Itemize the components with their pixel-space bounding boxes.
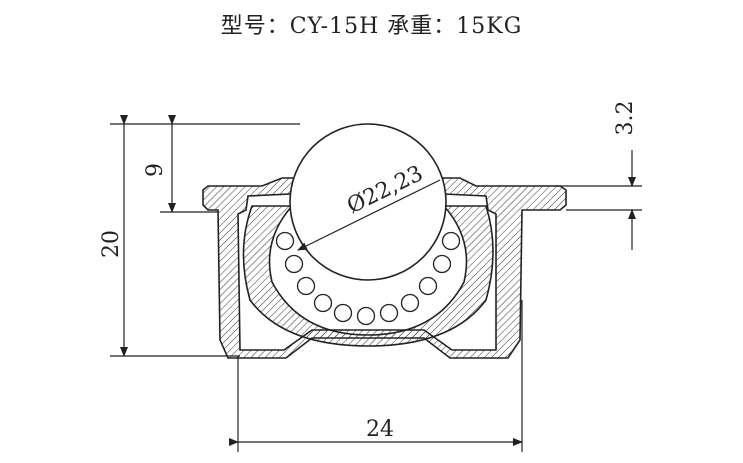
dim-height-total-label: 20 xyxy=(99,230,124,258)
small-ball xyxy=(432,254,452,274)
small-ball xyxy=(418,276,438,296)
dim-height-top-label: 9 xyxy=(143,163,168,177)
load-value: 15KG xyxy=(456,14,523,39)
small-ball xyxy=(441,231,461,251)
small-ball xyxy=(296,276,316,296)
dim-height-total xyxy=(110,115,300,357)
ball-diameter-leader xyxy=(297,179,441,251)
main-ball xyxy=(289,123,447,281)
small-ball xyxy=(356,306,376,326)
dim-width-base-label: 24 xyxy=(366,417,394,442)
small-ball xyxy=(284,254,304,274)
dim-flange-offset xyxy=(556,150,642,250)
diagram-title: 型号：CY-15H 承重：15KG xyxy=(0,8,743,40)
load-label: 承重： xyxy=(387,14,457,39)
dim-height-top xyxy=(160,115,218,213)
small-ball xyxy=(275,231,295,251)
small-ball xyxy=(333,303,353,323)
small-ball xyxy=(313,293,333,313)
model-label: 型号： xyxy=(220,14,290,39)
small-ball xyxy=(400,293,420,313)
model-value: CY-15H xyxy=(289,14,380,39)
small-balls xyxy=(275,231,461,326)
small-ball xyxy=(379,303,399,323)
dim-flange-offset-label: 3.2 xyxy=(613,101,638,136)
dim-width-base xyxy=(229,300,523,452)
